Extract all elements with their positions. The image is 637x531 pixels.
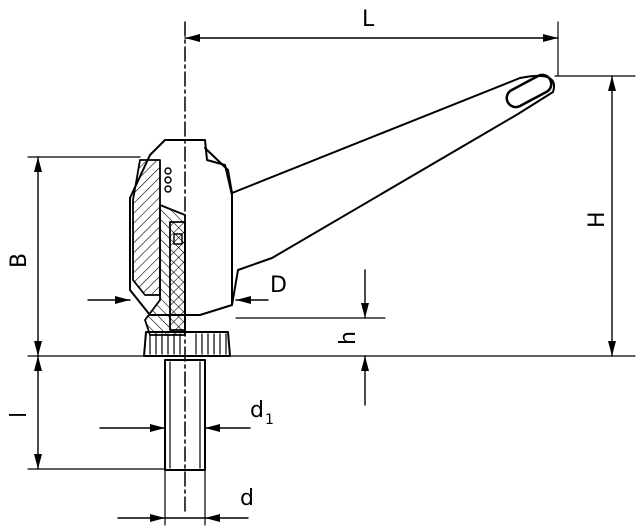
label-d1: d (250, 398, 264, 423)
label-d1-subscript: 1 (265, 412, 274, 428)
threaded-stud (164, 359, 206, 471)
knurled-collar (143, 331, 231, 357)
label-B: B (7, 253, 32, 268)
label-L: L (362, 7, 375, 32)
lever-arm (204, 74, 556, 306)
knurl-lines (149, 333, 227, 355)
section-outer (132, 159, 161, 296)
label-h: h (336, 331, 361, 345)
spring-detail (164, 167, 183, 245)
label-D: D (270, 273, 287, 298)
hub-body (129, 139, 233, 316)
arrowheads (34, 34, 616, 522)
label-H: H (585, 211, 610, 228)
lever-tip-slot (505, 73, 553, 109)
label-d: d (240, 486, 254, 511)
label-l: l (7, 412, 32, 418)
section-core (169, 221, 186, 331)
